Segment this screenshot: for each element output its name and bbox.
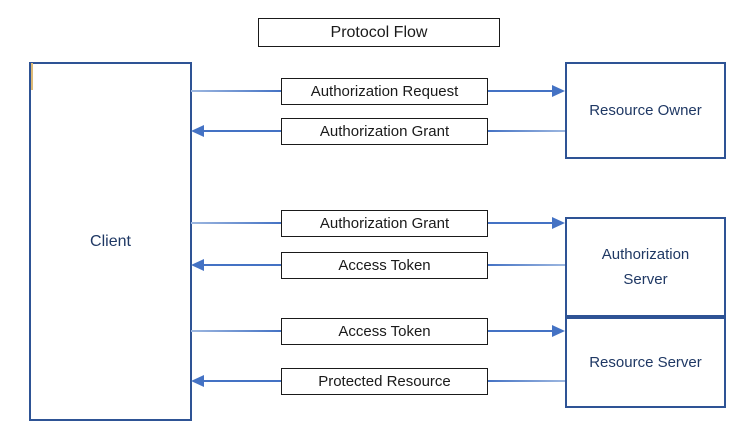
flow-row: Authorization Grant [191,117,565,145]
arrow-segment [488,217,565,229]
arrow-line [204,130,281,132]
arrow-line [488,264,565,266]
client-box: Client [29,62,192,421]
arrow-segment [488,380,565,382]
arrow-segment [488,130,565,132]
arrow-segment [191,259,281,271]
flow-row: Access Token [191,251,565,279]
arrow-segment [191,330,281,332]
authorization-server-label: Authorization Server [601,246,690,288]
arrow-line [488,222,552,224]
flow-label-box: Authorization Grant [281,117,488,145]
arrow-segment [488,325,565,337]
flow-row: Authorization Request [191,77,565,105]
arrow-line [204,380,281,382]
flow-row: Authorization Grant [191,209,565,237]
flow-row: Access Token [191,317,565,345]
arrow-segment [191,375,281,387]
arrowhead-right-icon [552,217,565,229]
arrow-segment [191,90,281,92]
resource-owner-box: Resource Owner [565,62,726,159]
resource-server-label: Resource Server [589,354,702,371]
diagram-title-box: Protocol Flow [258,18,500,47]
arrow-line [488,90,552,92]
arrow-line [191,90,281,92]
flow-label-box: Protected Resource [281,367,488,395]
resource-owner-label: Resource Owner [589,102,702,119]
arrow-line [488,380,565,382]
arrow-segment [191,125,281,137]
flow-label-box: Authorization Request [281,77,488,105]
arrow-line [191,330,281,332]
arrow-segment [488,264,565,266]
diagram-title: Protocol Flow [330,23,428,41]
arrow-line [191,222,281,224]
arrowhead-left-icon [191,259,204,271]
stray-mark [31,63,33,90]
arrowhead-left-icon [191,125,204,137]
arrow-segment [191,222,281,224]
arrow-segment [488,85,565,97]
arrowhead-right-icon [552,85,565,97]
arrow-line [488,130,565,132]
client-label: Client [90,232,131,250]
arrow-line [204,264,281,266]
flow-label-box: Access Token [281,317,488,345]
flow-row: Protected Resource [191,367,565,395]
arrowhead-left-icon [191,375,204,387]
flow-label-box: Access Token [281,251,488,279]
authorization-server-box: Authorization Server [565,217,726,317]
resource-server-box: Resource Server [565,317,726,408]
arrowhead-right-icon [552,325,565,337]
flow-label-box: Authorization Grant [281,209,488,237]
arrow-line [488,330,552,332]
